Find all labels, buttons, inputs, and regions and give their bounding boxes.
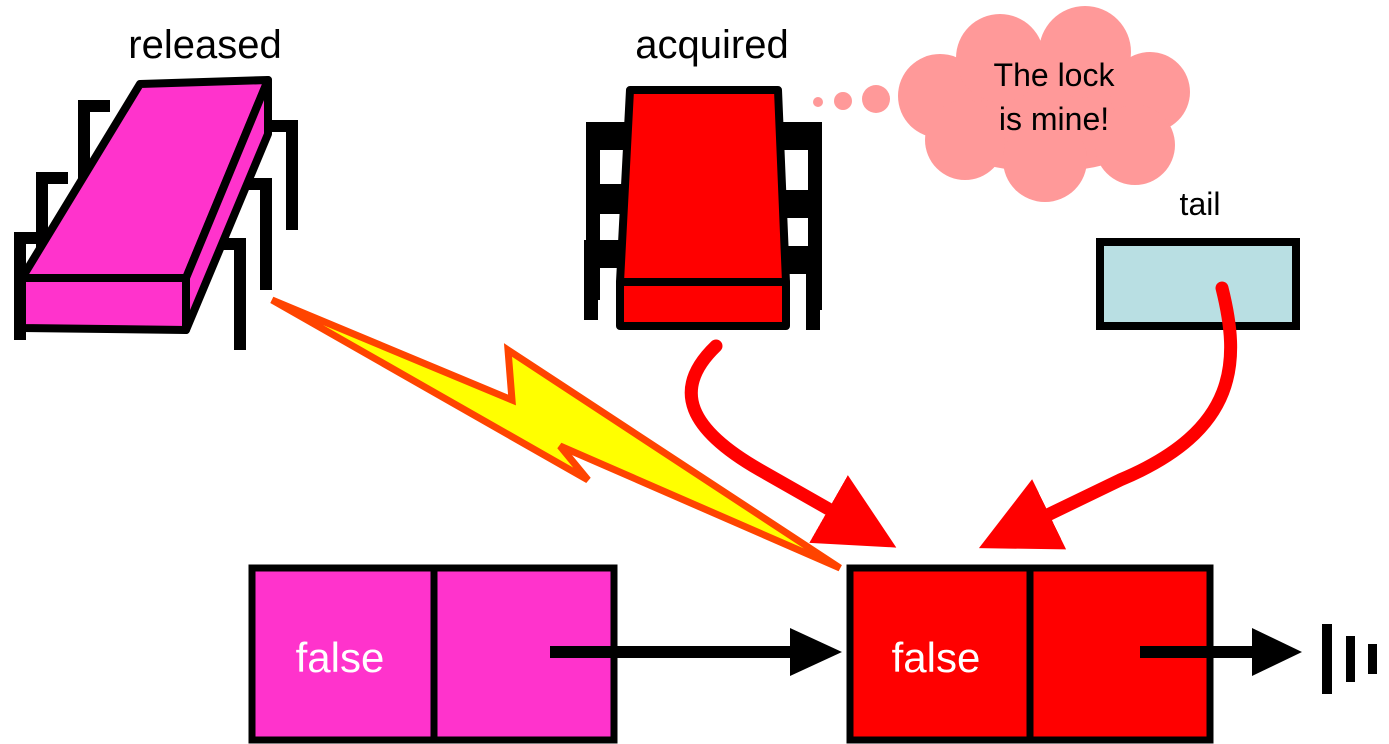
queue-node-released: false (248, 564, 618, 744)
released-chip (14, 76, 298, 350)
acquired-chip (584, 86, 822, 330)
node2-field-cell (846, 564, 1034, 744)
null-pointer-arrow (1140, 628, 1302, 676)
queue-node-acquired: false (846, 564, 1214, 744)
tail-pointer-arrow (978, 281, 1238, 550)
next-pointer-arrow (550, 628, 842, 676)
bubble-text-line1: The lock (994, 57, 1116, 93)
acquired-pointer-arrow (684, 339, 897, 548)
lightning-bolt (270, 296, 842, 572)
thought-bubble: The lock is mine! (813, 6, 1190, 202)
tail-box (1096, 238, 1300, 330)
tail-label: tail (1180, 186, 1221, 222)
acquired-label: acquired (635, 23, 788, 67)
node1-value: false (296, 634, 385, 681)
null-ground-icon (1322, 624, 1377, 694)
released-label: released (128, 23, 281, 67)
node2-value: false (892, 634, 981, 681)
bubble-text-line2: is mine! (999, 101, 1109, 137)
node1-field-cell (248, 564, 438, 744)
